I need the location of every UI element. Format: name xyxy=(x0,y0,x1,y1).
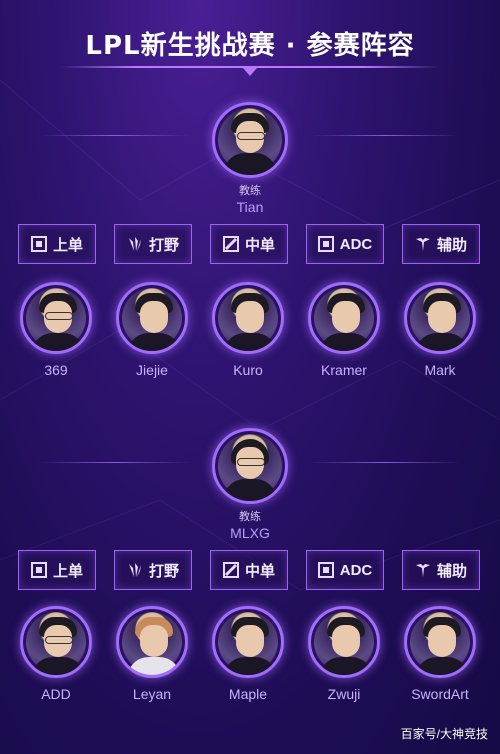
coach-avatar xyxy=(212,102,288,178)
player-card[interactable]: Maple xyxy=(203,606,293,702)
player-avatar xyxy=(308,282,380,354)
role-label: ADC xyxy=(339,561,373,579)
player-name: Zwuji xyxy=(327,686,361,702)
player-avatar xyxy=(212,282,284,354)
role-tab-support: 辅助 xyxy=(402,550,480,590)
player-name: Kuro xyxy=(233,362,263,378)
role-tab-jungle: 打野 xyxy=(114,224,192,264)
role-label: 辅助 xyxy=(436,236,467,254)
coach-name: Tian xyxy=(236,199,264,215)
player-card[interactable]: Kramer xyxy=(299,282,389,378)
coach-role-label: 教练 xyxy=(239,511,261,523)
player-avatar xyxy=(404,282,476,354)
top-lane-icon xyxy=(30,562,47,578)
page-header: LPL新生挑战赛 · 参赛阵容 xyxy=(60,18,440,76)
page-title: LPL新生挑战赛 · 参赛阵容 xyxy=(85,30,415,61)
player-avatar xyxy=(212,606,284,678)
player-name: Mark xyxy=(424,362,456,378)
player-name: Kramer xyxy=(321,362,367,378)
header-pointer xyxy=(243,68,257,76)
role-tab-mid: 中单 xyxy=(210,224,288,264)
player-card[interactable]: Leyan xyxy=(107,606,197,702)
role-label: 上单 xyxy=(52,236,83,254)
top-lane-icon xyxy=(30,236,47,252)
jungle-icon xyxy=(128,563,141,577)
coach-card[interactable]: 教练 Tian xyxy=(190,102,310,215)
player-card[interactable]: Mark xyxy=(395,282,485,378)
player-avatar xyxy=(20,606,92,678)
player-avatar xyxy=(116,606,188,678)
support-icon xyxy=(415,238,430,251)
player-avatar xyxy=(20,282,92,354)
coach-card[interactable]: 教练 MLXG xyxy=(190,428,310,541)
player-name: Leyan xyxy=(132,686,172,702)
player-avatar xyxy=(116,282,188,354)
adc-icon xyxy=(317,236,334,252)
role-tab-adc: ADC xyxy=(306,224,384,264)
player-avatar xyxy=(308,606,380,678)
player-card[interactable]: 369 xyxy=(11,282,101,378)
player-name: Maple xyxy=(228,686,268,702)
source-watermark: 百家号/大神竞技 xyxy=(400,727,488,741)
coach-divider-left xyxy=(40,462,190,463)
role-label: 中单 xyxy=(244,236,275,254)
mid-lane-icon xyxy=(222,562,239,578)
adc-icon xyxy=(317,562,334,578)
jungle-icon xyxy=(128,237,141,251)
player-card[interactable]: Zwuji xyxy=(299,606,389,702)
role-tab-top: 上单 xyxy=(18,224,96,264)
player-avatar xyxy=(404,606,476,678)
player-name: SwordArt xyxy=(411,686,469,702)
role-tab-support: 辅助 xyxy=(402,224,480,264)
support-icon xyxy=(415,564,430,577)
coach-role-label: 教练 xyxy=(239,185,261,197)
role-label: 打野 xyxy=(148,562,179,580)
coach-avatar xyxy=(212,428,288,504)
player-card[interactable]: ADD xyxy=(11,606,101,702)
role-label: 辅助 xyxy=(436,562,467,580)
mid-lane-icon xyxy=(222,236,239,252)
player-card[interactable]: Kuro xyxy=(203,282,293,378)
role-label: 上单 xyxy=(52,562,83,580)
role-tab-top: 上单 xyxy=(18,550,96,590)
coach-name: MLXG xyxy=(230,525,270,541)
player-name: Jiejie xyxy=(136,362,168,378)
player-name: ADD xyxy=(41,686,71,702)
role-tab-jungle: 打野 xyxy=(114,550,192,590)
header-underline xyxy=(60,66,440,68)
role-label: 打野 xyxy=(148,236,179,254)
player-name: 369 xyxy=(44,362,68,378)
role-tab-adc: ADC xyxy=(306,550,384,590)
player-card[interactable]: SwordArt xyxy=(395,606,485,702)
coach-divider-right xyxy=(310,135,460,136)
role-label: 中单 xyxy=(244,562,275,580)
player-card[interactable]: Jiejie xyxy=(107,282,197,378)
role-tab-mid: 中单 xyxy=(210,550,288,590)
coach-divider-left xyxy=(40,135,190,136)
coach-divider-right xyxy=(310,462,460,463)
role-label: ADC xyxy=(339,235,373,253)
